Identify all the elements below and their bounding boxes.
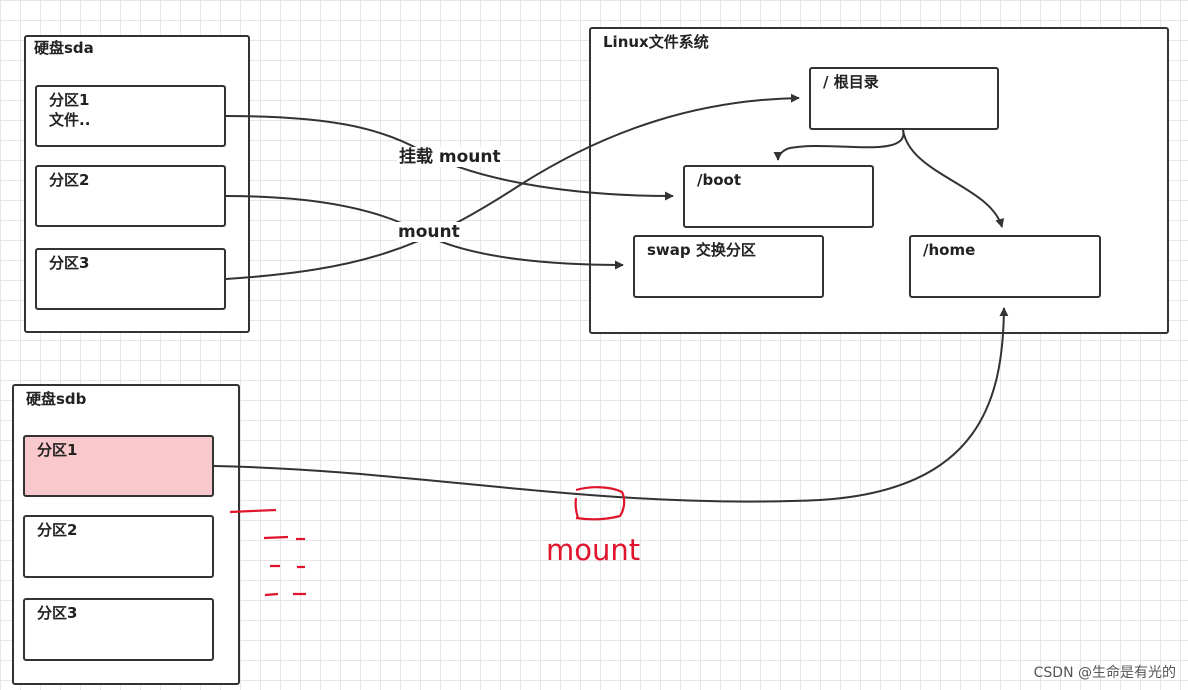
sdb-partition-1: 分区1 — [23, 435, 214, 497]
red-bracket-mark — [574, 486, 626, 521]
swap-partition: swap 交换分区 — [633, 235, 824, 298]
swap-partition-label: swap 交换分区 — [647, 241, 756, 259]
sda-partition-1: 分区1 文件.. — [35, 85, 226, 147]
edge-sdb1-home — [213, 307, 1009, 503]
sda-partition-2: 分区2 — [35, 165, 226, 227]
sda-partition-1-sub: 文件.. — [49, 111, 91, 129]
sdb-partition-2: 分区2 — [23, 515, 214, 578]
sda-partition-2-label: 分区2 — [49, 171, 90, 189]
edge-label-mount-2: mount — [396, 222, 462, 242]
watermark: CSDN @生命是有光的 — [1033, 665, 1176, 681]
red-dash-3 — [270, 564, 305, 569]
sda-partition-3-label: 分区3 — [49, 254, 90, 272]
sda-partition-1-label: 分区1 — [49, 91, 90, 109]
sdb-partition-3-label: 分区3 — [37, 604, 78, 622]
root-dir: / 根目录 — [809, 67, 999, 130]
home-dir-label: /home — [923, 241, 976, 259]
red-dash-2 — [263, 535, 305, 541]
root-dir-label: / 根目录 — [823, 73, 879, 91]
boot-dir: /boot — [683, 165, 874, 228]
sdb-partition-1-label: 分区1 — [37, 441, 78, 459]
edge-label-mount-1: 挂载 mount — [397, 147, 503, 167]
linux-filesystem-title: Linux文件系统 — [603, 33, 709, 51]
home-dir: /home — [909, 235, 1101, 298]
red-dash-4 — [264, 592, 306, 597]
sdb-partition-3: 分区3 — [23, 598, 214, 661]
disk-sdb-title: 硬盘sdb — [26, 390, 87, 408]
disk-sda-title: 硬盘sda — [34, 39, 94, 57]
boot-dir-label: /boot — [697, 171, 741, 189]
sdb-partition-2-label: 分区2 — [37, 521, 78, 539]
red-mount-annotation: mount — [546, 533, 641, 567]
sda-partition-3: 分区3 — [35, 248, 226, 310]
